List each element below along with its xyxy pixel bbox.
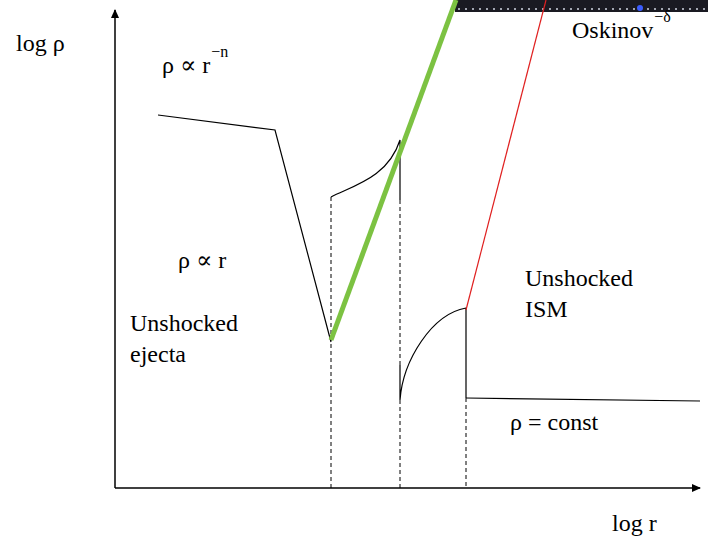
ejecta-profile	[158, 115, 331, 342]
power-law-label: ρ ∝ r	[178, 245, 226, 276]
green-line	[331, 0, 456, 340]
forward-shock-line	[466, 398, 467, 488]
power-law-label: ρ ∝ r	[162, 50, 210, 81]
shocked-ism-curve	[400, 308, 466, 400]
image-strip-dot	[637, 5, 643, 11]
y-axis	[114, 10, 116, 488]
shocked-ejecta-curve	[331, 140, 400, 200]
source-text: Oskinov	[572, 15, 653, 46]
density-label: ρ = const	[510, 407, 598, 438]
exponent: −n	[211, 42, 228, 63]
contact-discontinuity-line	[400, 400, 401, 488]
reverse-shock-line	[331, 197, 332, 488]
axis-label: log ρ	[16, 28, 65, 59]
exponent: −δ	[654, 7, 671, 28]
contact-discontinuity-line	[400, 200, 401, 365]
ism-profile	[466, 398, 700, 401]
region-label: Unshocked ejecta	[130, 308, 250, 370]
red-line	[466, 0, 546, 310]
region-label: Unshocked ISM	[525, 263, 645, 325]
x-axis	[115, 487, 700, 489]
axis-label: log r	[612, 508, 657, 539]
